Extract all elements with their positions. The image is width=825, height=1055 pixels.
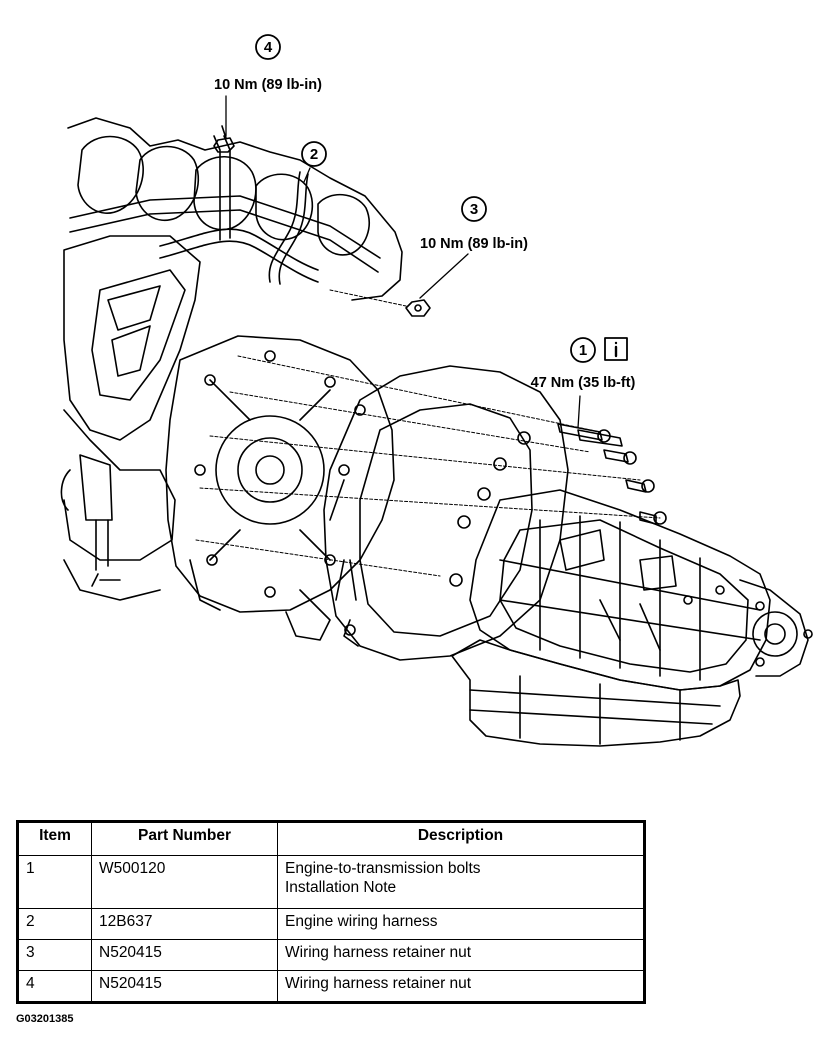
callout-1-circle [570,337,596,363]
table-header-row: Item Part Number Description [17,821,645,856]
header-part-number: Part Number [91,821,278,856]
retainer-nut-item-4 [213,125,235,153]
cell-description: Wiring harness retainer nut [277,970,645,1003]
table-row: 4 N520415 Wiring harness retainer nut [17,970,645,1003]
engine-block [60,117,403,601]
header-item: Item [17,821,92,856]
cell-part-number: N520415 [91,970,278,1003]
cell-item: 1 [17,855,92,909]
installation-note-link[interactable]: Installation Note [285,878,397,896]
cell-description: Wiring harness retainer nut [277,939,645,971]
cell-item: 2 [17,908,92,940]
info-icon [604,337,628,361]
callout-4-circle [255,34,281,60]
callout-3-circle [461,196,487,222]
cell-part-number: W500120 [91,855,278,909]
torque-label-1: 47 Nm (35 lb-ft) [531,375,636,391]
oil-pan [451,639,741,747]
table-row: 2 12B637 Engine wiring harness [17,908,645,940]
parts-table: Item Part Number Description 1 W500120 E… [16,820,646,1004]
transmission-case [469,489,813,691]
header-description: Description [277,821,645,856]
bolt-centerlines [195,355,661,577]
wiring-harness-item-2 [268,171,309,285]
callout-3-number: 3 [470,201,478,218]
figure-id: G03201385 [16,1013,74,1025]
transmission-bell-housing [323,365,569,661]
bolts-item-1 [449,423,667,587]
retainer-nut-item-3 [329,289,431,317]
table-row: 1 W500120 Engine-to-transmission bolts I… [17,855,645,909]
callout-2-number: 2 [310,146,318,163]
cell-part-number: N520415 [91,939,278,971]
bellhouse-plate [165,335,395,641]
callout-1-number: 1 [579,342,587,359]
torque-label-3: 10 Nm (89 lb-in) [420,236,528,252]
callout-2-circle [301,141,327,167]
engine-transmission-illustration: 4 2 3 1 10 Nm (89 lb-in) 10 Nm (89 lb-in… [60,34,813,747]
callout-circles [255,34,628,363]
torque-label-4: 10 Nm (89 lb-in) [214,77,322,93]
leader-lines [225,95,581,429]
cell-description: Engine-to-transmission bolts Installatio… [277,855,645,909]
cell-description: Engine wiring harness [277,908,645,940]
cell-item: 4 [17,970,92,1003]
description-line: Engine-to-transmission bolts [285,860,481,877]
cell-item: 3 [17,939,92,971]
callout-4-number: 4 [264,39,273,56]
table-row: 3 N520415 Wiring harness retainer nut [17,939,645,971]
cell-part-number: 12B637 [91,908,278,940]
